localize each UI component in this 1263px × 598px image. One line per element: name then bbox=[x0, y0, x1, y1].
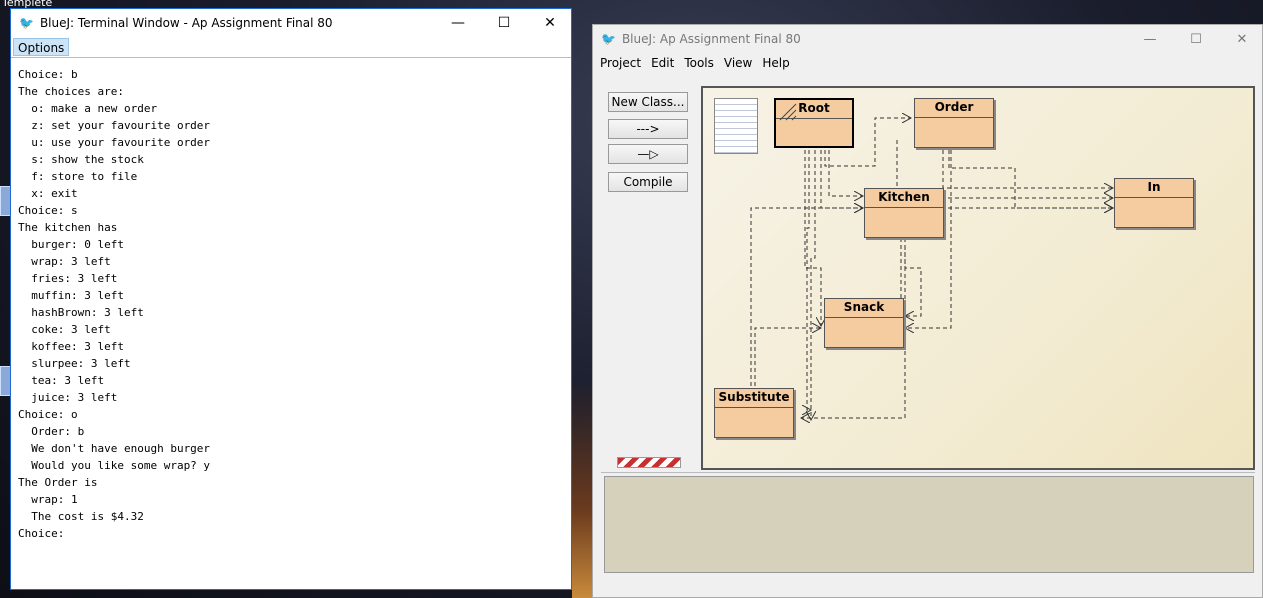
terminal-line: x: exit bbox=[18, 187, 78, 200]
class-name: Root bbox=[776, 100, 852, 119]
terminal-line: Would you like some wrap? y bbox=[18, 459, 211, 472]
terminal-line: s: show the stock bbox=[18, 153, 144, 166]
terminal-line: slurpee: 3 left bbox=[18, 357, 131, 370]
terminal-line: u: use your favourite order bbox=[18, 136, 211, 149]
terminal-line: koffee: 3 left bbox=[18, 340, 124, 353]
readme-file-icon[interactable] bbox=[714, 98, 758, 154]
terminal-line: Choice: o bbox=[18, 408, 78, 421]
terminal-line: burger: 0 left bbox=[18, 238, 124, 251]
terminal-line: tea: 3 left bbox=[18, 374, 105, 387]
uses-arrow-button[interactable]: ---> bbox=[608, 119, 688, 139]
terminal-line: muffin: 3 left bbox=[18, 289, 124, 302]
terminal-line: juice: 3 left bbox=[18, 391, 118, 404]
terminal-line: The cost is $4.32 bbox=[18, 510, 144, 523]
bluej-title: BlueJ: Ap Assignment Final 80 bbox=[621, 32, 801, 46]
terminal-line: The choices are: bbox=[18, 85, 124, 98]
terminal-output[interactable]: Choice: b The choices are: o: make a new … bbox=[11, 58, 571, 550]
terminal-line: wrap: 1 bbox=[18, 493, 78, 506]
bluej-bird-icon: 🐦 bbox=[601, 32, 616, 46]
minimize-button[interactable]: — bbox=[451, 15, 465, 31]
class-snack[interactable]: Snack bbox=[824, 298, 904, 348]
menu-edit[interactable]: Edit bbox=[651, 56, 675, 70]
terminal-line: coke: 3 left bbox=[18, 323, 111, 336]
close-button[interactable]: ✕ bbox=[1236, 31, 1248, 47]
class-order[interactable]: Order bbox=[914, 98, 994, 148]
class-substitute[interactable]: Substitute bbox=[714, 388, 794, 438]
terminal-menubar: Options bbox=[11, 37, 571, 58]
terminal-line: Choice: s bbox=[18, 204, 78, 217]
menu-view[interactable]: View bbox=[723, 56, 753, 70]
bluej-window: 🐦 BlueJ: Ap Assignment Final 80 — ☐ ✕ Pr… bbox=[592, 24, 1263, 598]
terminal-line: wrap: 3 left bbox=[18, 255, 111, 268]
class-in[interactable]: In bbox=[1114, 178, 1194, 228]
bluej-bird-icon: 🐦 bbox=[19, 16, 34, 30]
class-name: Order bbox=[915, 99, 993, 118]
terminal-line: z: set your favourite order bbox=[18, 119, 211, 132]
compile-button[interactable]: Compile bbox=[608, 172, 688, 192]
bluej-titlebar[interactable]: 🐦 BlueJ: Ap Assignment Final 80 — ☐ ✕ bbox=[593, 25, 1262, 53]
terminal-line: We don't have enough burger bbox=[18, 442, 211, 455]
terminal-line: The kitchen has bbox=[18, 221, 118, 234]
class-name: Substitute bbox=[715, 389, 793, 408]
class-diagram-canvas[interactable]: Root Order Kitchen In Snack Substitute bbox=[701, 86, 1255, 470]
bluej-menubar: Project Edit Tools View Help bbox=[593, 53, 1262, 73]
terminal-title: BlueJ: Terminal Window - Ap Assignment F… bbox=[39, 16, 333, 30]
menu-tools[interactable]: Tools bbox=[684, 56, 714, 70]
message-area bbox=[604, 476, 1254, 573]
class-name: In bbox=[1115, 179, 1193, 198]
class-name: Kitchen bbox=[865, 189, 943, 208]
menu-project[interactable]: Project bbox=[600, 56, 642, 70]
terminal-line: Choice: b bbox=[18, 68, 78, 81]
maximize-button[interactable]: ☐ bbox=[497, 15, 511, 31]
terminal-titlebar[interactable]: 🐦 BlueJ: Terminal Window - Ap Assignment… bbox=[11, 9, 571, 37]
inherits-arrow-button[interactable]: —▷ bbox=[608, 144, 688, 164]
class-root[interactable]: Root bbox=[774, 98, 854, 148]
terminal-line: hashBrown: 3 left bbox=[18, 306, 144, 319]
divider bbox=[601, 472, 1255, 473]
minimize-button[interactable]: — bbox=[1143, 31, 1157, 47]
class-kitchen[interactable]: Kitchen bbox=[864, 188, 944, 238]
new-class-button[interactable]: New Class... bbox=[608, 92, 688, 112]
terminal-line: Choice: bbox=[18, 527, 65, 540]
terminal-line: The Order is bbox=[18, 476, 98, 489]
class-name: Snack bbox=[825, 299, 903, 318]
maximize-button[interactable]: ☐ bbox=[1190, 31, 1202, 47]
menu-help[interactable]: Help bbox=[762, 56, 790, 70]
terminal-window: 🐦 BlueJ: Terminal Window - Ap Assignment… bbox=[10, 8, 572, 590]
terminal-line: f: store to file bbox=[18, 170, 138, 183]
machine-status-indicator bbox=[617, 457, 681, 468]
menu-options[interactable]: Options bbox=[13, 38, 70, 56]
terminal-line: o: make a new order bbox=[18, 102, 158, 115]
resize-handle-icon bbox=[779, 103, 797, 121]
terminal-line: Order: b bbox=[18, 425, 85, 438]
close-button[interactable]: ✕ bbox=[544, 15, 556, 31]
terminal-line: fries: 3 left bbox=[18, 272, 118, 285]
desktop-label: Templete bbox=[2, 0, 53, 9]
